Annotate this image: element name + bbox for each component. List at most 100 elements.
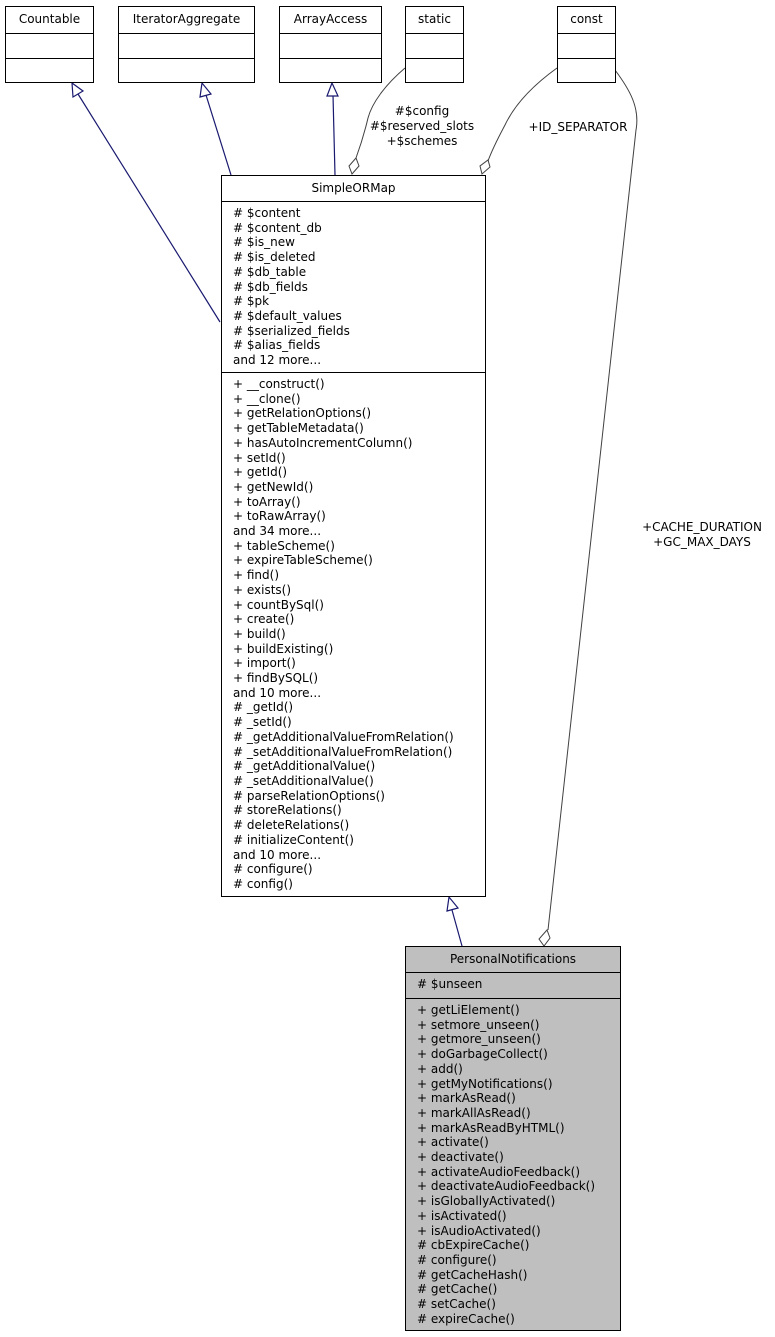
method-item[interactable]: + getMyNotifications(): [417, 1076, 553, 1091]
method-item[interactable]: + buildExisting(): [233, 641, 334, 656]
edge-arrayaccess-inherit: [332, 94, 336, 176]
aggregate-diamond-const-pn: [538, 929, 551, 947]
method-item[interactable]: # storeRelations(): [233, 803, 342, 818]
method-item[interactable]: + isGloballyActivated(): [417, 1194, 556, 1209]
method-item[interactable]: + toArray(): [233, 494, 301, 509]
method-item[interactable]: + deactivateAudioFeedback(): [417, 1179, 596, 1194]
edge-const-pn-aggregate: [547, 69, 638, 931]
methods-section: [119, 58, 254, 82]
method-item[interactable]: + doGarbageCollect(): [417, 1047, 548, 1062]
method-item[interactable]: + toRawArray(): [233, 509, 326, 524]
method-item[interactable]: # parseRelationOptions(): [233, 788, 385, 803]
method-item[interactable]: + activateAudioFeedback(): [417, 1164, 581, 1179]
method-item[interactable]: # setCache(): [417, 1297, 496, 1312]
method-item[interactable]: + deactivate(): [417, 1150, 504, 1165]
method-item[interactable]: # configure(): [417, 1252, 497, 1267]
method-item[interactable]: # _setAdditionalValueFromRelation(): [233, 744, 453, 759]
attribute-item[interactable]: # $content: [233, 206, 301, 220]
method-item[interactable]: # expireCache(): [417, 1311, 515, 1326]
attribute-item[interactable]: # $unseen: [417, 977, 483, 991]
attribute-item[interactable]: # $serialized_fields: [233, 323, 350, 338]
attribute-item[interactable]: # $db_table: [233, 264, 307, 279]
aggregate-diamond-static: [348, 157, 360, 175]
attribute-item[interactable]: # $content_db: [233, 220, 322, 235]
method-item[interactable]: + isAudioActivated(): [417, 1223, 541, 1238]
method-item[interactable]: # _setAdditionalValue(): [233, 773, 374, 788]
class-title: PersonalNotifications: [449, 952, 577, 966]
method-item[interactable]: + add(): [417, 1061, 463, 1076]
methods-section: [558, 58, 615, 82]
method-item[interactable]: # getCacheHash(): [417, 1267, 528, 1282]
method-item[interactable]: + getRelationOptions(): [233, 406, 372, 421]
method-item[interactable]: + create(): [233, 612, 295, 627]
edge-pn-inherit: [451, 909, 463, 947]
method-item[interactable]: and 10 more...: [233, 685, 322, 700]
edge-label-static-members: #$config #$reserved_slots +$schemes: [369, 104, 475, 148]
attributes-section: # $unseen: [406, 972, 620, 998]
attribute-item[interactable]: # $db_fields: [233, 279, 308, 294]
inherit-arrow-arrayaccess: [326, 81, 339, 97]
method-item[interactable]: + markAsReadByHTML(): [417, 1120, 565, 1135]
attribute-item[interactable]: # $is_new: [233, 235, 295, 250]
method-item[interactable]: and 34 more...: [233, 524, 322, 539]
class-title: Countable: [18, 12, 81, 26]
method-item[interactable]: # config(): [233, 876, 293, 891]
method-item[interactable]: # cbExpireCache(): [417, 1238, 530, 1253]
method-item[interactable]: + markAsRead(): [417, 1091, 516, 1106]
attribute-item[interactable]: # $default_values: [233, 308, 342, 323]
method-item[interactable]: + __clone(): [233, 391, 301, 406]
method-item[interactable]: # _getAdditionalValue(): [233, 759, 376, 774]
attributes-section: [406, 33, 463, 58]
method-item[interactable]: + getNewId(): [233, 479, 314, 494]
method-item[interactable]: + expireTableScheme(): [233, 553, 373, 568]
methods-section: [280, 58, 381, 82]
method-item[interactable]: + getLiElement(): [417, 1003, 520, 1017]
method-item[interactable]: # _getId(): [233, 700, 294, 715]
class-const[interactable]: const: [557, 6, 616, 83]
attributes-section: [6, 33, 93, 58]
method-item[interactable]: + find(): [233, 568, 280, 583]
class-static[interactable]: static: [405, 6, 464, 83]
class-personal-notifications[interactable]: PersonalNotifications # $unseen + getLiE…: [405, 946, 621, 1331]
attribute-item[interactable]: # $alias_fields: [233, 338, 321, 353]
method-item[interactable]: # _getAdditionalValueFromRelation(): [233, 729, 454, 744]
method-item[interactable]: + __construct(): [233, 377, 325, 391]
attribute-item[interactable]: # $pk: [233, 294, 270, 309]
method-item[interactable]: # getCache(): [417, 1282, 498, 1297]
attributes-list: # $unseen: [417, 977, 482, 992]
class-title: SimpleORMap: [311, 181, 396, 195]
class-iterator-aggregate[interactable]: IteratorAggregate: [118, 6, 255, 83]
method-item[interactable]: # _setId(): [233, 715, 292, 730]
method-item[interactable]: + getTableMetadata(): [233, 421, 364, 436]
methods-section: [6, 58, 93, 82]
method-item[interactable]: # configure(): [233, 862, 313, 877]
class-array-access[interactable]: ArrayAccess: [279, 6, 382, 83]
method-item[interactable]: + setId(): [233, 450, 286, 465]
method-item[interactable]: + tableScheme(): [233, 538, 335, 553]
class-title: IteratorAggregate: [132, 12, 241, 26]
attribute-item[interactable]: and 12 more...: [233, 353, 322, 368]
method-item[interactable]: # deleteRelations(): [233, 818, 350, 833]
method-item[interactable]: + build(): [233, 626, 286, 641]
method-item[interactable]: + setmore_unseen(): [417, 1017, 540, 1032]
edge-label-cache-constants: +CACHE_DURATION +GC_MAX_DAYS: [642, 520, 762, 549]
method-item[interactable]: + getId(): [233, 465, 288, 480]
method-item[interactable]: + getmore_unseen(): [417, 1032, 541, 1047]
class-simple-or-map[interactable]: SimpleORMap # $content# $content_db# $is…: [221, 175, 486, 897]
method-item[interactable]: + exists(): [233, 582, 292, 597]
method-item[interactable]: and 10 more...: [233, 847, 322, 862]
method-item[interactable]: + activate(): [417, 1135, 489, 1150]
edge-label-id-separator: +ID_SEPARATOR: [528, 120, 628, 134]
attributes-section: # $content# $content_db# $is_new# $is_de…: [222, 201, 485, 372]
class-title: const: [570, 12, 603, 26]
method-item[interactable]: + findBySQL(): [233, 671, 319, 686]
method-item[interactable]: + countBySql(): [233, 597, 324, 612]
method-item[interactable]: + hasAutoIncrementColumn(): [233, 435, 413, 450]
class-countable[interactable]: Countable: [5, 6, 94, 83]
method-item[interactable]: # initializeContent(): [233, 832, 354, 847]
attributes-section: [119, 33, 254, 58]
method-item[interactable]: + import(): [233, 656, 296, 671]
method-item[interactable]: + isActivated(): [417, 1208, 507, 1223]
attribute-item[interactable]: # $is_deleted: [233, 250, 316, 265]
method-item[interactable]: + markAllAsRead(): [417, 1105, 531, 1120]
